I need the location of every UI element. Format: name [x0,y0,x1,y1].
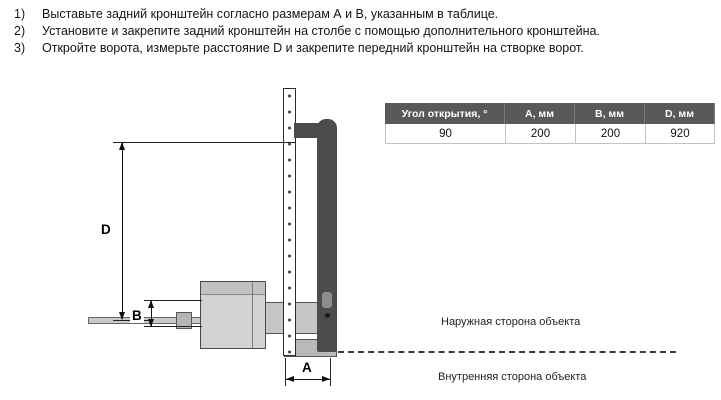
dim-d-arrow-up-icon [119,142,125,150]
instruction-number: 1) [14,7,26,21]
dim-a-arrow-left-icon [286,376,294,382]
inner-side-label: Внутренняя сторона объекта [438,371,587,383]
mounting-post [283,88,296,356]
dim-a-arrow-right-icon [322,376,330,382]
dim-b-extension-top [144,300,202,301]
dim-d-arrow-down-icon [119,312,125,320]
instruction-list: 1) Выставьте задний кронштейн согласно р… [14,6,704,57]
dim-a-label: A [300,360,314,375]
arm-hinge-pin [322,292,332,308]
instruction-item: 1) Выставьте задний кронштейн согласно р… [14,6,704,23]
dim-d-label: D [99,222,113,237]
gate-arm-top-plate [294,123,320,138]
table-header-b: В, мм [575,103,645,124]
dim-a-line [286,379,330,380]
dim-d-extension-top [113,142,295,143]
instruction-item: 3) Откройте ворота, измерьте расстояние … [14,40,704,57]
dimensions-table: Угол открытия, ° А, мм В, мм D, мм 90 20… [385,103,715,144]
table-cell-angle: 90 [385,124,505,144]
outer-side-label: Наружная сторона объекта [441,316,581,328]
instruction-text: Установите и закрепите задний кронштейн … [42,24,600,38]
object-boundary-dashed-line [338,351,676,353]
table-cell-d: 920 [645,124,715,144]
dim-d-line [122,143,123,319]
instruction-text: Выставьте задний кронштейн согласно разм… [42,7,499,21]
dim-b-extension-bottom [144,326,202,327]
instruction-number: 2) [14,24,26,38]
dim-b-label: B [130,308,144,323]
arm-bolt [325,313,330,318]
table-header-a: А, мм [505,103,575,124]
motor-top-detail [201,282,265,295]
table-header-d: D, мм [645,103,715,124]
instruction-number: 3) [14,41,26,55]
dim-b-line [151,301,152,326]
dim-a-extension-left [285,358,286,386]
instruction-text: Откройте ворота, измерьте расстояние D и… [42,41,584,55]
motor-seam-line [252,282,253,348]
table-cell-b: 200 [575,124,645,144]
table-cell-a: 200 [505,124,575,144]
rod-clamp [176,312,192,329]
instruction-item: 2) Установите и закрепите задний кронште… [14,23,704,40]
dim-b-arrow-down-icon [148,319,154,327]
dim-b-arrow-up-icon [148,300,154,308]
table-header-angle: Угол открытия, ° [385,103,505,124]
dim-a-extension-right [330,358,331,386]
